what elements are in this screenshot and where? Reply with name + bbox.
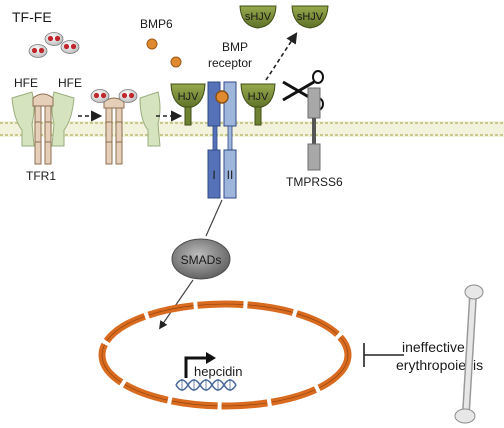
ineffective-label-line1: ineffective [402,339,465,355]
hjv-label-right: HJV [248,91,269,103]
soluble-hjv-left: sHJV [239,5,277,29]
bmp-receptor-label-line2: receptor [208,56,252,70]
bone-icon [454,284,484,424]
smad-to-nucleus-arrow [159,279,194,330]
tmprss6-label: TMPRSS6 [286,175,343,189]
tfr1-receptor [32,93,54,165]
holo-transferrin-molecule [60,40,80,54]
bmp6-ligand [146,38,158,50]
tf-fe-label: TF-FE [12,9,52,25]
tfr1-label: TFR1 [26,169,56,183]
dna-helix-icon [175,379,237,391]
ineffective-label-line2: erythropoiesis [396,357,483,373]
hjv-cleavage-arrow [265,32,298,81]
holo-transferrin-molecule [28,44,48,58]
hfe-label-left: HFE [14,76,38,90]
bmp-receptor: I II [207,81,237,199]
receptor-to-smad-line [205,199,223,237]
shjv-label-right: sHJV [297,11,324,23]
holo-transferrin-molecule [44,32,64,46]
tfr1-bound-transferrin [90,89,138,165]
bmp6-label: BMP6 [140,17,173,31]
hfe-protein-right [51,91,75,147]
bmp-receptor-label-line1: BMP [222,40,248,54]
hjv-label-left: HJV [178,91,199,103]
transcription-arrow-head [206,352,216,364]
hjv-coreceptor-right: HJV [240,83,276,126]
smads-complex: SMADs [171,238,231,280]
hfe-label-right: HFE [58,76,82,90]
bound-bmp6-ligand [215,90,229,104]
shjv-label-left: sHJV [245,11,272,23]
nucleus-envelope-outline [101,303,349,407]
inhibition-bar-icon [363,343,404,367]
hfe-protein-left [11,91,35,147]
receptor-type-2-label: II [227,168,234,182]
cell-membrane [0,121,504,137]
tmprss6-protease [307,87,321,171]
soluble-hjv-right: sHJV [291,5,329,29]
transcription-arrow-icon [184,356,208,378]
hfe-protein-free [139,91,161,147]
bmp6-ligand [170,56,182,68]
hepcidin-label: hepcidin [194,364,242,379]
receptor-type-1-label: I [212,168,215,182]
smads-label: SMADs [181,253,222,267]
hjv-coreceptor-left: HJV [170,83,206,126]
nucleus-envelope [98,300,352,410]
